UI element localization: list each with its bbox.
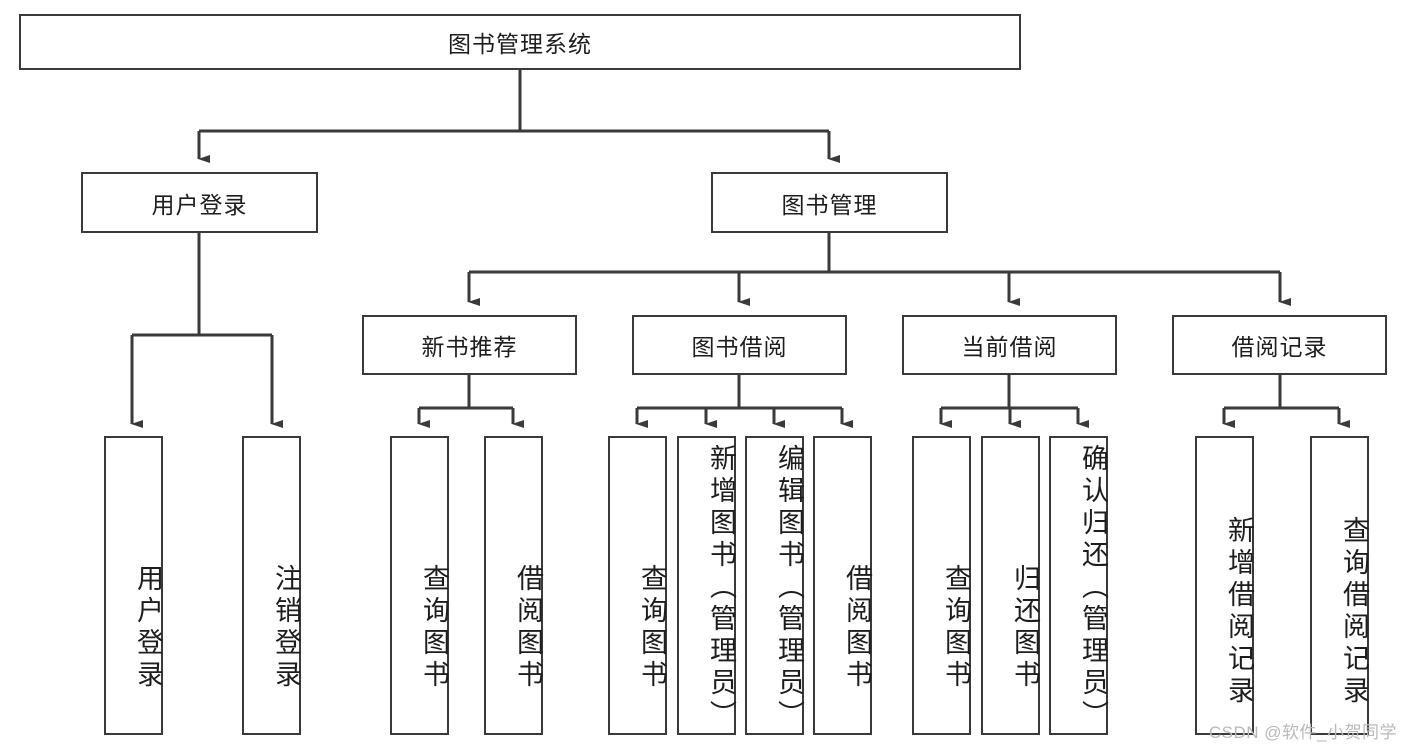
node-user-login[interactable]: 用户登录 bbox=[81, 172, 318, 233]
leaf-label: 查询图书 bbox=[941, 563, 971, 692]
leaf-label: 用户登录 bbox=[133, 563, 163, 692]
leaf-label: 查询借阅记录 bbox=[1339, 515, 1369, 708]
leaf-current-borrow-return[interactable]: 归还图书 bbox=[981, 436, 1040, 735]
leaf-label: 查询图书 bbox=[419, 563, 449, 692]
leaf-current-borrow-confirm[interactable]: 确认归还（管理员） bbox=[1049, 436, 1108, 735]
node-book-management-label: 图书管理 bbox=[781, 191, 878, 218]
node-current-borrow-label: 当前借阅 bbox=[961, 334, 1058, 360]
node-root-label: 图书管理系统 bbox=[448, 31, 592, 57]
leaf-borrow-record-query[interactable]: 查询借阅记录 bbox=[1310, 436, 1369, 735]
leaf-label: 借阅图书 bbox=[842, 563, 872, 692]
leaf-new-book-query[interactable]: 查询图书 bbox=[390, 436, 449, 735]
leaf-label: 借阅图书 bbox=[513, 563, 543, 692]
leaf-user-login-login[interactable]: 用户登录 bbox=[104, 436, 163, 735]
leaf-book-borrow-edit[interactable]: 编辑图书（管理员） bbox=[745, 436, 804, 735]
leaf-label: 新增图书（管理员） bbox=[706, 444, 736, 732]
node-user-login-label: 用户登录 bbox=[151, 191, 248, 218]
leaf-new-book-borrow[interactable]: 借阅图书 bbox=[484, 436, 543, 735]
node-root[interactable]: 图书管理系统 bbox=[19, 14, 1021, 70]
node-book-management[interactable]: 图书管理 bbox=[711, 172, 948, 233]
node-borrow-record[interactable]: 借阅记录 bbox=[1172, 315, 1387, 375]
leaf-book-borrow-query[interactable]: 查询图书 bbox=[608, 436, 667, 735]
node-new-book-recommend-label: 新书推荐 bbox=[421, 334, 518, 360]
leaf-label: 归还图书 bbox=[1010, 563, 1040, 692]
watermark: CSDN @软件_小贺同学 bbox=[1208, 723, 1397, 742]
leaf-borrow-record-add[interactable]: 新增借阅记录 bbox=[1195, 436, 1254, 735]
leaf-book-borrow-add[interactable]: 新增图书（管理员） bbox=[677, 436, 736, 735]
leaf-label: 注销登录 bbox=[271, 563, 301, 692]
leaf-book-borrow-borrow[interactable]: 借阅图书 bbox=[813, 436, 872, 735]
leaf-current-borrow-query[interactable]: 查询图书 bbox=[912, 436, 971, 735]
node-book-borrow-label: 图书借阅 bbox=[691, 334, 788, 360]
node-new-book-recommend[interactable]: 新书推荐 bbox=[362, 315, 577, 375]
node-current-borrow[interactable]: 当前借阅 bbox=[902, 315, 1117, 375]
leaf-user-login-logout[interactable]: 注销登录 bbox=[242, 436, 301, 735]
leaf-label: 编辑图书（管理员） bbox=[774, 444, 804, 732]
leaf-label: 查询图书 bbox=[637, 563, 667, 692]
leaf-label: 新增借阅记录 bbox=[1224, 515, 1254, 708]
node-book-borrow[interactable]: 图书借阅 bbox=[632, 315, 847, 375]
node-borrow-record-label: 借阅记录 bbox=[1231, 334, 1328, 360]
leaf-label: 确认归还（管理员） bbox=[1078, 444, 1108, 732]
